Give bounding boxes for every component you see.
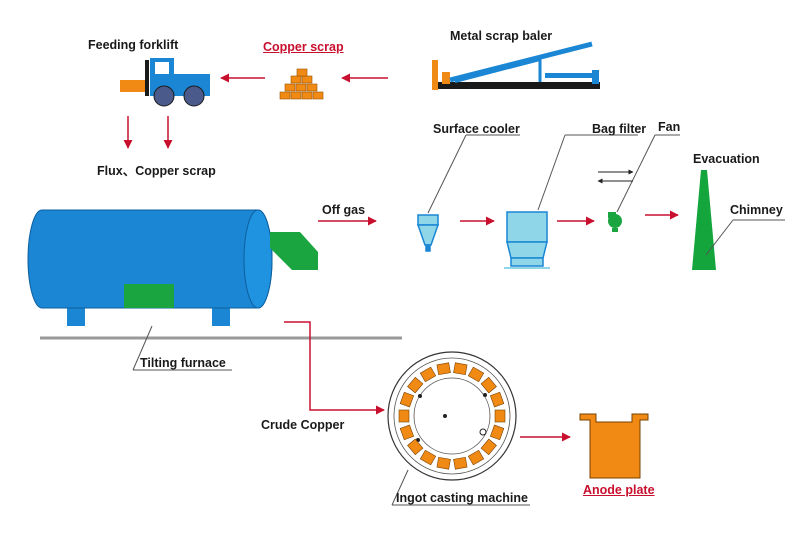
leader-fan — [616, 134, 656, 213]
label-fan: Fan — [658, 120, 681, 134]
ingot-mold — [407, 438, 424, 456]
label-evacuation: Evacuation — [693, 152, 760, 166]
bag-filter — [504, 211, 550, 269]
ingot-mold — [399, 424, 415, 441]
ingot-mold — [489, 391, 505, 408]
ingot-mold — [467, 449, 485, 466]
leader-ingot-casting — [391, 469, 409, 506]
leader-chimney — [705, 219, 734, 256]
copper-scrap-pile — [279, 68, 324, 100]
ingot-mold — [453, 456, 468, 470]
label-flux-copper-scrap: Flux、Copper scrap — [97, 164, 216, 178]
label-metal-scrap-baler: Metal scrap baler — [450, 29, 553, 43]
feeding-forklift — [120, 58, 210, 107]
ingot-mold — [489, 424, 505, 441]
flow-line-crude-copper — [284, 321, 385, 415]
metal-scrap-baler — [432, 41, 600, 90]
label-anode-plate: Anode plate — [583, 483, 655, 497]
ingot-mold — [480, 438, 497, 456]
label-copper-scrap-top: Copper scrap — [263, 40, 344, 54]
leader-bag-filter — [537, 134, 566, 211]
ingot-mold — [480, 376, 497, 394]
ingot-mold — [419, 449, 437, 466]
ingot-mold — [436, 456, 451, 470]
ingot-mold — [467, 366, 485, 383]
anode-plate — [579, 413, 649, 479]
chimney — [692, 170, 716, 270]
ingot-mold — [436, 362, 451, 376]
fan — [608, 212, 622, 232]
label-chimney: Chimney — [730, 203, 783, 217]
label-tilting-furnace: Tilting furnace — [140, 356, 226, 370]
label-bag-filter: Bag filter — [592, 122, 647, 136]
label-ingot-casting-machine: Ingot casting machine — [396, 491, 528, 505]
ingot-mold — [453, 362, 468, 376]
ingot-mold — [407, 376, 424, 394]
label-surface-cooler: Surface cooler — [433, 122, 520, 136]
ingot-mold — [399, 391, 415, 408]
leader-tilting-furnace — [132, 325, 153, 371]
label-off-gas: Off gas — [322, 203, 366, 217]
tilting-furnace — [27, 209, 402, 340]
leader-surface-cooler — [427, 134, 467, 214]
ingot-casting-machine — [387, 351, 517, 481]
label-crude-copper: Crude Copper — [261, 418, 345, 432]
label-feeding-forklift: Feeding forklift — [88, 38, 179, 52]
surface-cooler — [416, 214, 440, 252]
ingot-mold — [398, 409, 410, 423]
ingot-mold — [494, 409, 506, 423]
ingot-mold — [419, 366, 437, 383]
